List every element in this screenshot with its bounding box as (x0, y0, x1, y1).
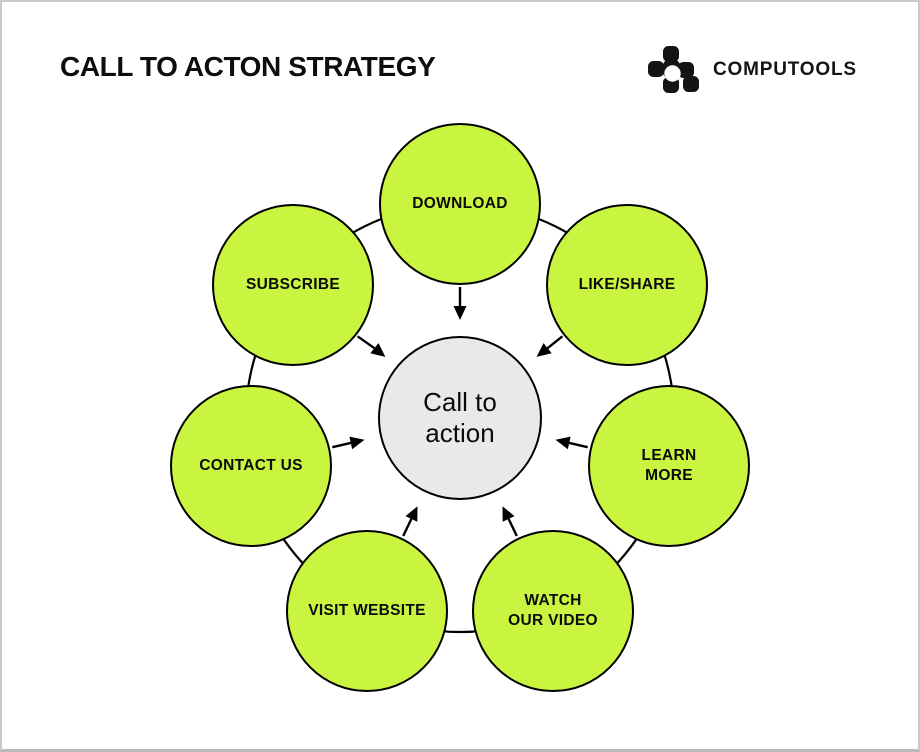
node-like-share: LIKE/SHARE (546, 204, 708, 366)
node-label: LIKE/SHARE (578, 275, 676, 293)
hub-label: Call to (423, 387, 497, 418)
node-label: LEARN (641, 446, 697, 464)
node-download: DOWNLOAD (379, 123, 541, 285)
brand-name: COMPUTOOLS (713, 59, 857, 80)
node-watch-our-video: WATCH OUR VIDEO (472, 530, 634, 692)
arrow-visit-website (402, 506, 418, 537)
page-title: CALL TO ACTON STRATEGY (60, 51, 436, 82)
node-visit-website: VISIT WEBSITE (286, 530, 448, 692)
node-label: CONTACT US (199, 456, 303, 474)
arrow-contact-us (332, 436, 365, 450)
arrow-watch-our-video (502, 506, 518, 537)
node-label: SUBSCRIBE (246, 275, 340, 293)
node-label: DOWNLOAD (412, 194, 508, 212)
arrow-learn-more (555, 436, 588, 450)
node-label: VISIT WEBSITE (308, 601, 426, 619)
node-learn-more: LEARN MORE (588, 385, 750, 547)
node-contact-us: CONTACT US (170, 385, 332, 547)
hub-label: action (425, 418, 495, 448)
computools-logo-icon (648, 46, 699, 93)
node-label: WATCH (524, 591, 582, 609)
node-label: MORE (645, 467, 693, 484)
node-label: OUR VIDEO (508, 612, 598, 629)
arrow-download (453, 287, 467, 320)
arrow-like-share (536, 335, 564, 357)
arrow-subscribe (356, 335, 386, 357)
computools-logo: COMPUTOOLS (648, 46, 857, 94)
node-subscribe: SUBSCRIBE (212, 204, 374, 366)
hub-call-to-action: Call to action (378, 336, 542, 500)
